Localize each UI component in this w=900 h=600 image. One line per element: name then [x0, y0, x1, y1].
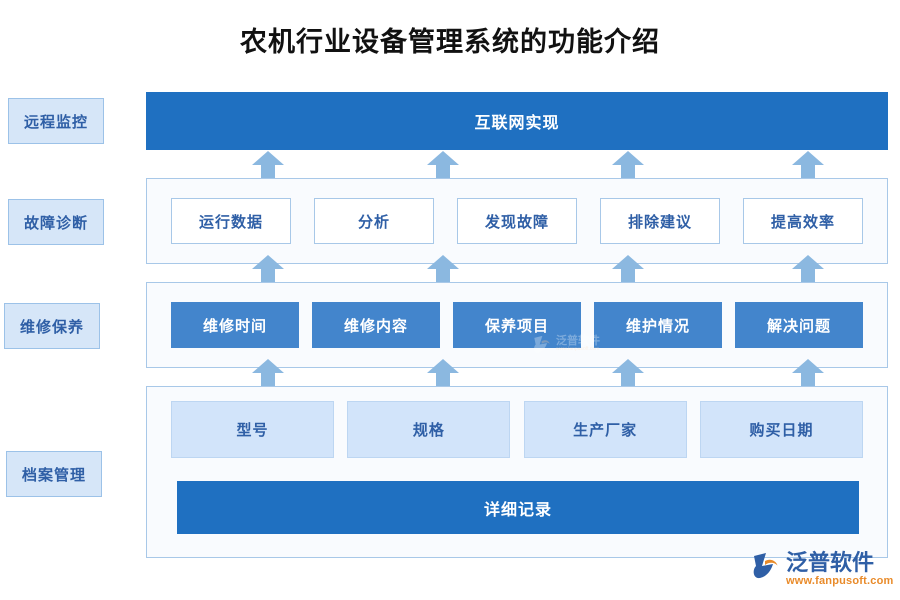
box-label: 排除建议	[627, 213, 692, 231]
box-analysis[interactable]: 分析	[314, 198, 434, 244]
box-label: 分析	[357, 213, 390, 231]
box-specification[interactable]: 规格	[347, 401, 511, 458]
box-label: 运行数据	[198, 213, 263, 231]
top-bar-label: 互联网实现	[474, 115, 560, 132]
side-label-text: 远程监控	[23, 113, 88, 131]
side-label-maintenance: 维修保养	[4, 303, 100, 349]
panel-fault-diagnosis: 运行数据 分析 发现故障 排除建议 提高效率	[146, 178, 888, 264]
side-label-archive-management: 档案管理	[6, 451, 102, 497]
detail-record-label: 详细记录	[483, 501, 552, 519]
row-fault-diagnosis: 运行数据 分析 发现故障 排除建议 提高效率	[147, 179, 887, 263]
box-repair-time[interactable]: 维修时间	[171, 302, 299, 348]
arrow-up-icon	[611, 254, 645, 284]
side-label-text: 维修保养	[19, 318, 84, 336]
box-label: 维修时间	[202, 317, 267, 335]
box-running-data[interactable]: 运行数据	[171, 198, 291, 244]
box-manufacturer[interactable]: 生产厂家	[523, 401, 687, 458]
panel-archive-management: 型号 规格 生产厂家 购买日期 详细记录	[146, 386, 888, 558]
brand-logo: 泛普软件 www.fanpusoft.com	[752, 552, 898, 594]
arrow-up-icon	[251, 150, 285, 180]
brand-name: 泛普软件	[786, 551, 875, 576]
side-label-fault-diagnosis: 故障诊断	[8, 199, 104, 245]
box-label: 解决问题	[766, 317, 831, 335]
arrow-up-icon	[251, 358, 285, 388]
box-maintenance-status[interactable]: 维护情况	[594, 302, 722, 348]
box-label: 购买日期	[749, 422, 814, 439]
top-bar-internet: 互联网实现	[146, 92, 888, 150]
box-maintenance-items[interactable]: 保养项目	[453, 302, 581, 348]
page-title: 农机行业设备管理系统的功能介绍	[240, 27, 660, 58]
side-label-text: 故障诊断	[23, 214, 88, 232]
box-problem-resolution[interactable]: 解决问题	[735, 302, 863, 348]
box-purchase-date[interactable]: 购买日期	[699, 401, 863, 458]
brand-url: www.fanpusoft.com	[786, 575, 894, 588]
box-label: 维护情况	[625, 317, 690, 335]
box-label: 维修内容	[343, 317, 408, 335]
box-troubleshooting-advice[interactable]: 排除建议	[600, 198, 720, 244]
side-label-text: 档案管理	[21, 466, 86, 484]
side-label-remote-monitoring: 远程监控	[8, 98, 104, 144]
box-label: 生产厂家	[573, 422, 638, 439]
box-repair-content[interactable]: 维修内容	[312, 302, 440, 348]
arrow-up-icon	[791, 150, 825, 180]
row-maintenance: 维修时间 维修内容 保养项目 维护情况 解决问题	[147, 283, 887, 367]
arrow-up-icon	[426, 254, 460, 284]
box-efficiency-improvement[interactable]: 提高效率	[743, 198, 863, 244]
row-archive-items: 型号 规格 生产厂家 购买日期	[147, 401, 887, 458]
arrow-up-icon	[426, 358, 460, 388]
arrow-up-icon	[611, 358, 645, 388]
box-label: 保养项目	[484, 317, 549, 335]
box-label: 提高效率	[770, 213, 835, 231]
arrow-up-icon	[251, 254, 285, 284]
arrow-up-icon	[426, 150, 460, 180]
box-model[interactable]: 型号	[171, 401, 334, 458]
box-label: 发现故障	[484, 213, 549, 231]
fanpu-swoosh-icon	[753, 553, 778, 579]
arrow-up-icon	[791, 358, 825, 388]
box-label: 规格	[412, 422, 445, 439]
detail-record-bar: 详细记录	[177, 481, 859, 534]
box-label: 型号	[236, 422, 269, 439]
arrow-up-icon	[611, 150, 645, 180]
box-fault-detection[interactable]: 发现故障	[457, 198, 577, 244]
arrow-up-icon	[791, 254, 825, 284]
panel-maintenance: 维修时间 维修内容 保养项目 维护情况 解决问题	[146, 282, 888, 368]
